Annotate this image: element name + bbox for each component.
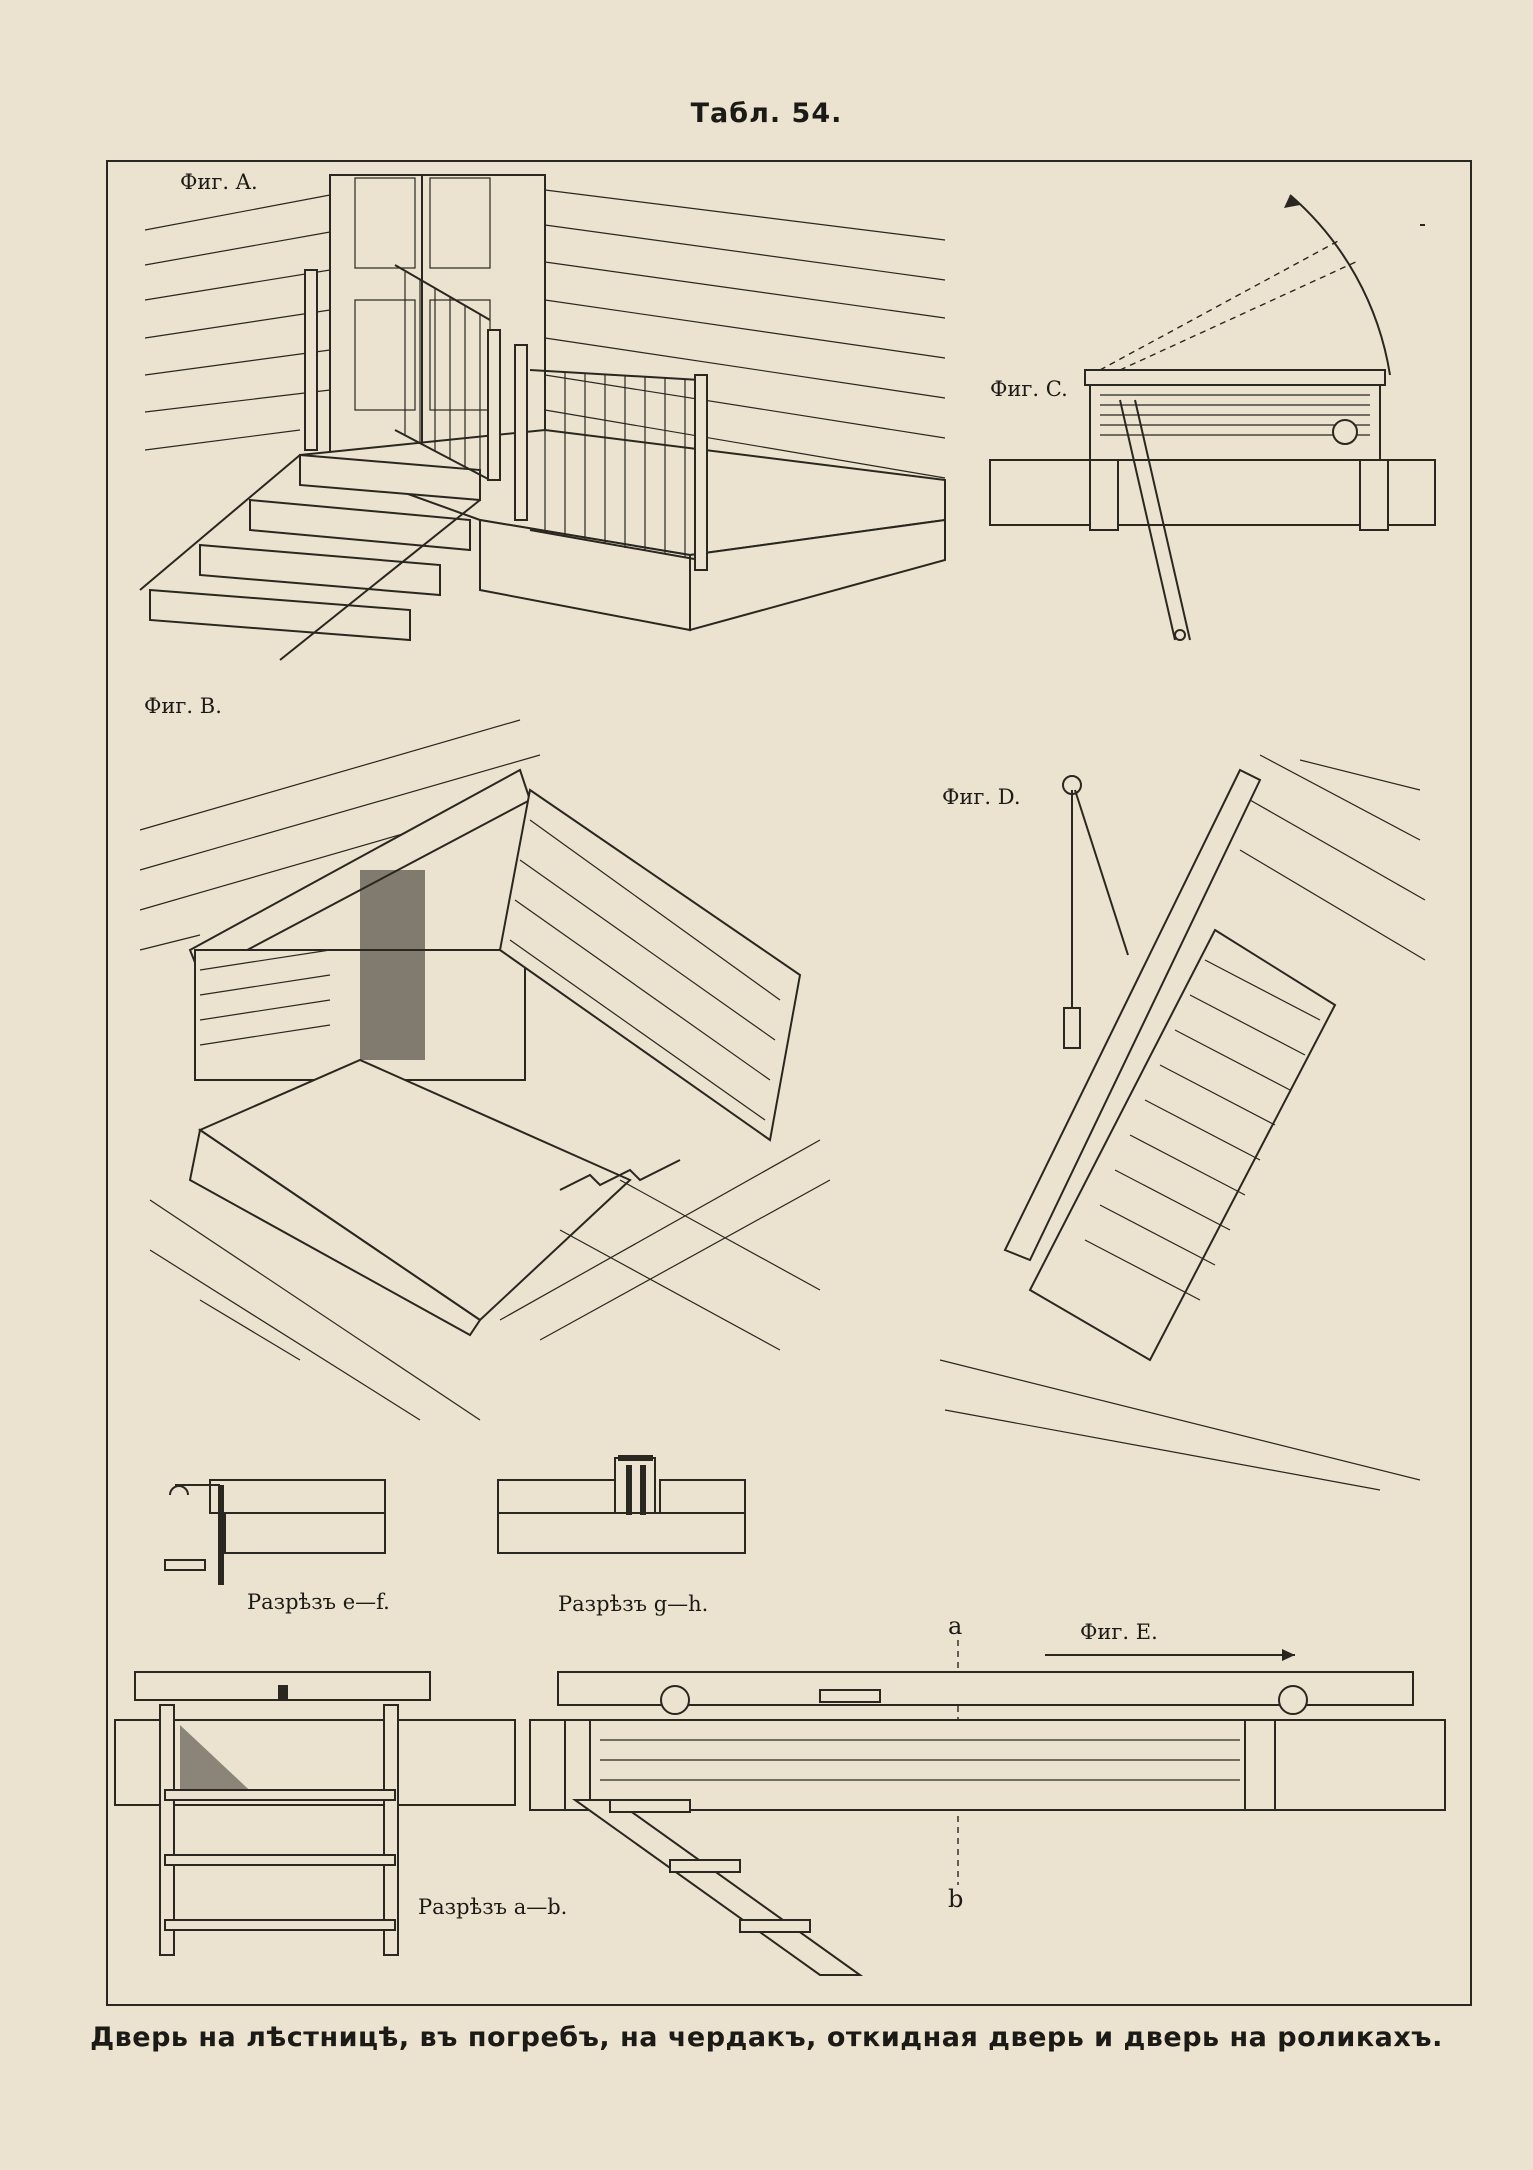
figure-e-label: Фиг. E. xyxy=(1080,1620,1158,1644)
figure-c-label: Фиг. C. xyxy=(990,377,1068,401)
section-ab-illustration xyxy=(114,1671,516,1956)
section-ab-label: Разрѣзъ a—b. xyxy=(418,1895,568,1919)
plate-caption: Дверь на лѣстницѣ, въ погребъ, на чердак… xyxy=(90,2022,1443,2053)
figure-b-label: Фиг. B. xyxy=(144,694,222,718)
plate-title: Табл. 54. xyxy=(690,98,843,129)
figure-c-illustration xyxy=(989,194,1436,641)
figure-a-label: Фиг. A. xyxy=(180,170,258,194)
section-gh-illustration xyxy=(497,1455,746,1554)
figure-e-illustration xyxy=(529,1640,1446,1976)
plate-frame xyxy=(106,160,1472,2006)
section-ef-label: Разрѣзъ e—f. xyxy=(247,1590,390,1614)
figure-b-illustration xyxy=(139,719,831,1421)
figure-d-illustration xyxy=(939,754,1426,1491)
figure-a-illustration xyxy=(139,174,946,661)
section-ef-illustration xyxy=(164,1479,386,1585)
marker-a: a xyxy=(948,1612,963,1640)
figure-d-label: Фиг. D. xyxy=(942,785,1021,809)
marker-b: b xyxy=(948,1885,964,1913)
section-gh-label: Разрѣзъ g—h. xyxy=(558,1592,709,1616)
